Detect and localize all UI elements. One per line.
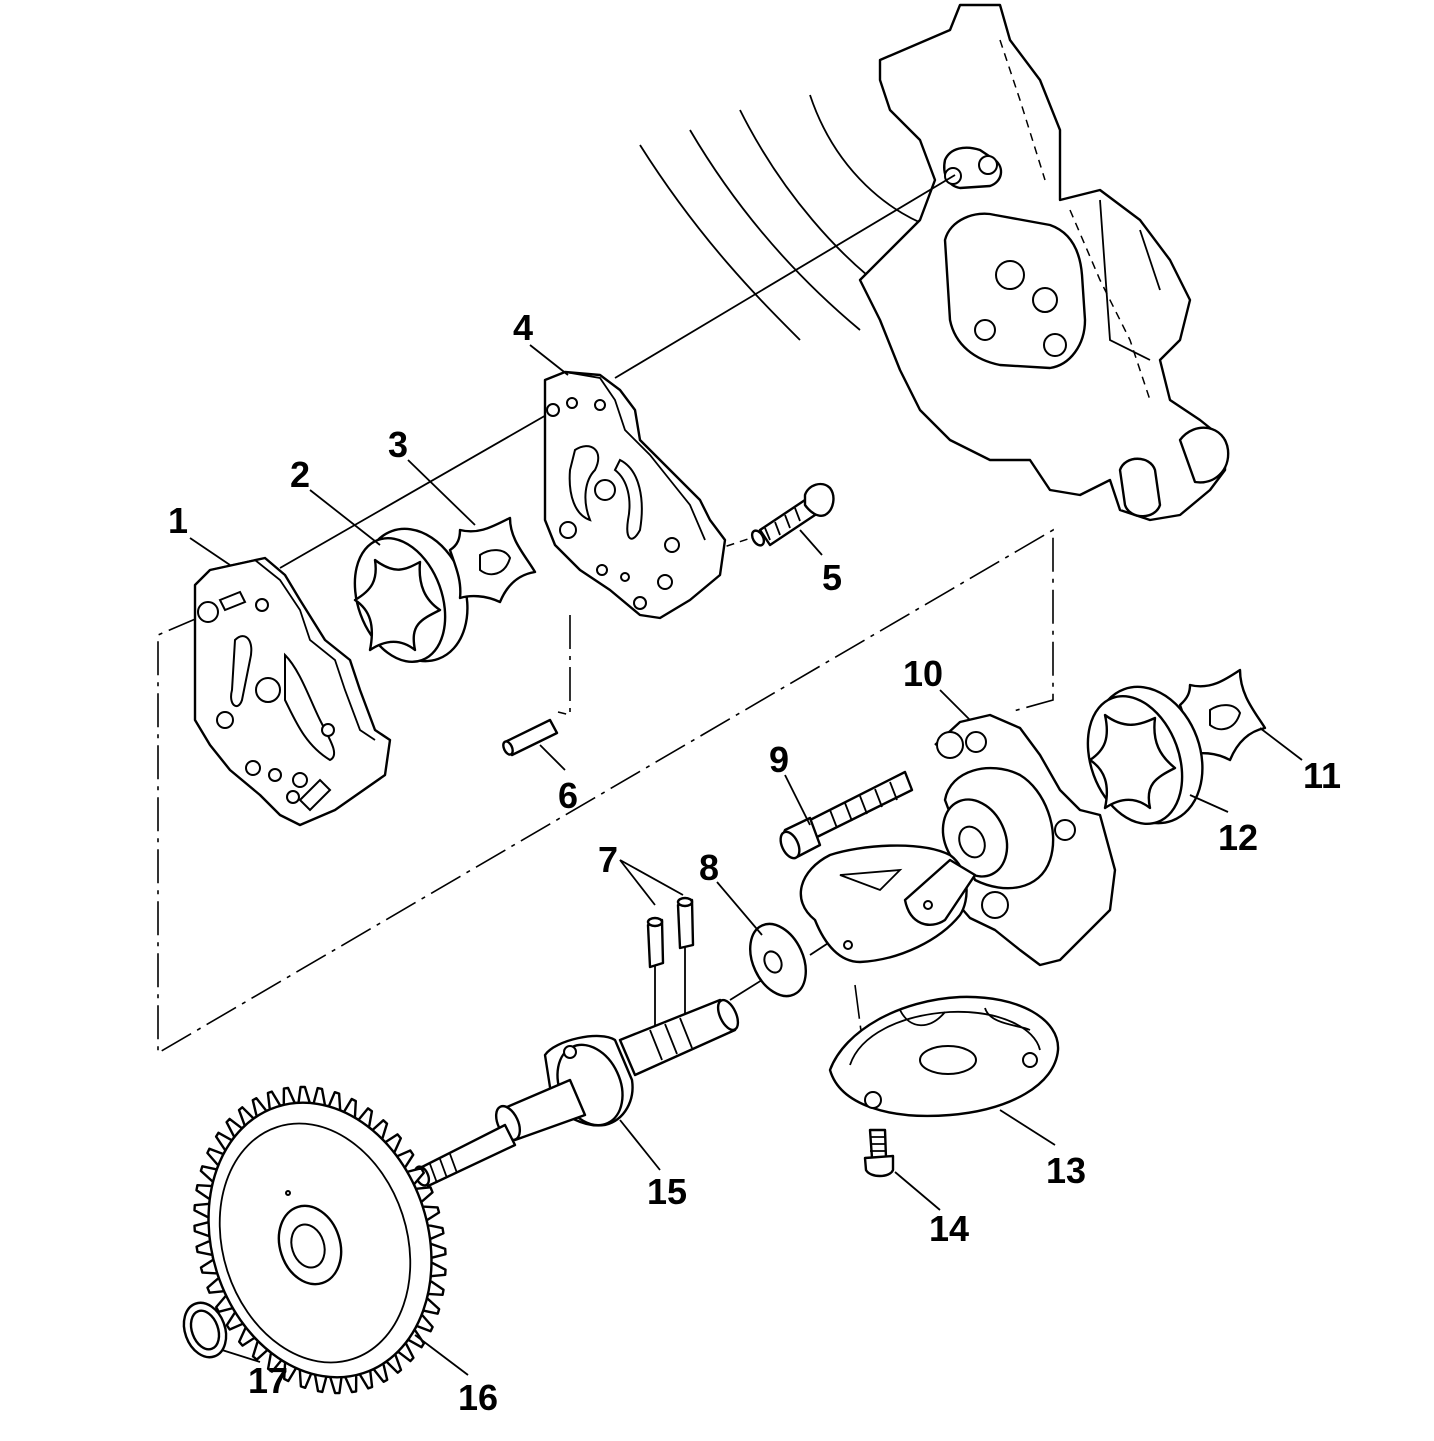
part-9-bolt <box>779 770 914 860</box>
part-5-screw <box>750 482 835 547</box>
callout-2: 2 <box>290 454 310 495</box>
part-11-inner-rotor <box>1178 668 1267 762</box>
callout-13: 13 <box>1046 1150 1086 1191</box>
crankcase-housing <box>639 3 1230 522</box>
callout-9: 9 <box>769 739 789 780</box>
callout-15: 15 <box>647 1171 687 1212</box>
callout-14: 14 <box>929 1208 969 1249</box>
part-10-pump-housing <box>799 713 1117 967</box>
part-12-outer-rotor <box>1086 685 1204 826</box>
callout-5: 5 <box>822 557 842 598</box>
part-8-washer <box>749 922 807 998</box>
callout-6: 6 <box>558 775 578 816</box>
part-3-inner-rotor <box>448 516 537 604</box>
callout-11: 11 <box>1303 755 1341 796</box>
part-15-pump-shaft <box>413 998 740 1188</box>
part-16-gear <box>193 1085 447 1395</box>
callout-16: 16 <box>458 1377 498 1418</box>
part-1-pump-body <box>193 556 392 827</box>
callout-leaders <box>189 344 1303 1376</box>
callout-17: 17 <box>248 1360 288 1401</box>
part-13-strainer-screen <box>828 995 1060 1118</box>
callout-1: 1 <box>168 500 188 541</box>
callout-4: 4 <box>513 307 533 348</box>
callout-8: 8 <box>699 847 719 888</box>
callout-3: 3 <box>388 424 408 465</box>
part-2-outer-rotor <box>353 527 469 664</box>
part-14-small-screw <box>863 1128 895 1178</box>
callout-labels: 1 2 3 4 5 6 7 8 9 10 11 12 13 14 15 16 1… <box>168 307 1341 1418</box>
callout-12: 12 <box>1218 817 1258 858</box>
part-4-pump-plate <box>543 370 727 620</box>
callout-7: 7 <box>598 839 618 880</box>
part-17-snap-ring <box>182 1301 228 1359</box>
part-7-pins <box>646 896 695 969</box>
part-6-dowel-pin <box>502 718 559 757</box>
callout-10: 10 <box>903 653 943 694</box>
